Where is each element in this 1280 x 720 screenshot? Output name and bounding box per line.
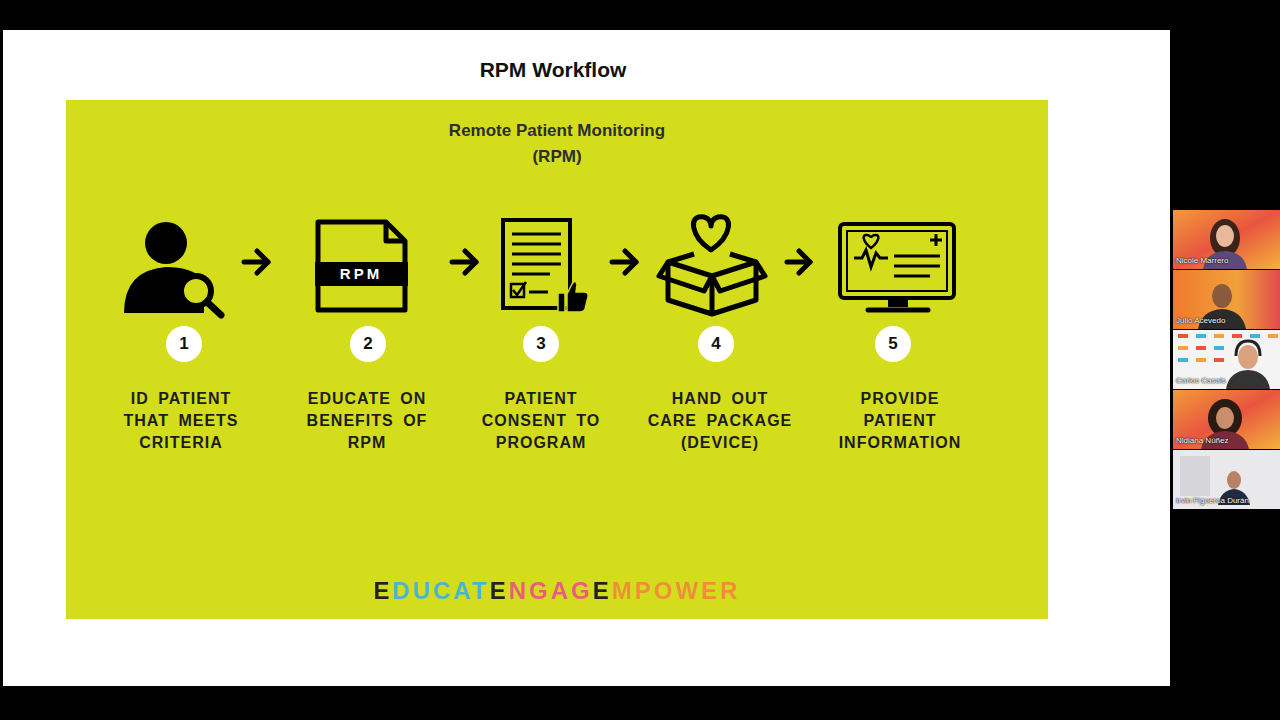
- video-tile: [1173, 330, 1280, 389]
- step-label: HAND OUT CARE PACKAGE (DEVICE): [645, 388, 795, 454]
- document-icon: [315, 222, 408, 310]
- screen-line: [894, 255, 940, 258]
- step-number: 5: [875, 326, 911, 362]
- person-head: [145, 222, 187, 264]
- monitor-screen: [847, 231, 947, 291]
- workflow-step: 1ID PATIENT THAT MEETS CRITERIA: [100, 212, 242, 462]
- arrow-shaft: [787, 260, 810, 265]
- arrow-head: [465, 251, 476, 273]
- magnifier-lens: [181, 276, 211, 306]
- step-number: 1: [166, 326, 202, 362]
- plus-sign: [930, 234, 942, 246]
- person-search-icon: [124, 222, 221, 315]
- slide-title: RPM Workflow: [353, 56, 753, 84]
- video-tile: [1173, 270, 1280, 329]
- step-number: 4: [698, 326, 734, 362]
- participant-hair: [1210, 219, 1240, 257]
- small-heart: [864, 235, 879, 248]
- heart-outline: [693, 217, 728, 250]
- room-background: [1180, 456, 1210, 496]
- step-number: 3: [523, 326, 559, 362]
- workflow-step: 5PROVIDE PATIENT INFORMATION: [812, 212, 990, 462]
- workflow-step: 3PATIENT CONSENT TO PROGRAM: [478, 212, 610, 462]
- box-flap: [659, 262, 712, 291]
- step-label: PROVIDE PATIENT INFORMATION: [830, 388, 970, 454]
- flow-arrow: [787, 251, 810, 273]
- panel-heading: Remote Patient Monitoring (RPM): [432, 118, 682, 170]
- document-fold: [386, 222, 405, 241]
- document-band: [315, 262, 408, 286]
- video-tiles: [1173, 210, 1280, 509]
- wallpaper-pattern: [1178, 334, 1278, 362]
- form-checkbox: [511, 284, 524, 297]
- panel-motto: EDUCATENGAGEMPOWER: [374, 574, 741, 608]
- form-line: [512, 263, 561, 266]
- arrow-shaft: [244, 260, 268, 265]
- flow-arrow: [244, 251, 268, 273]
- monitor-icon: [840, 224, 954, 310]
- form-line: [512, 243, 561, 246]
- step-number: 2: [350, 326, 386, 362]
- arrow-head: [799, 251, 810, 273]
- participant-hair: [1208, 399, 1242, 437]
- participant-face: [1227, 471, 1241, 489]
- participant-name: Nidiana Núñez: [1176, 436, 1228, 446]
- step-label: EDUCATE ON BENEFITS OF RPM: [300, 388, 435, 454]
- arrow-head: [625, 251, 636, 273]
- participant-face: [1216, 407, 1234, 429]
- participant-body: [1201, 431, 1249, 449]
- form-line: [512, 253, 561, 256]
- document-outline: [318, 222, 405, 310]
- participant-body: [1226, 370, 1270, 389]
- heartbeat-line: [854, 250, 888, 267]
- form-check: [513, 282, 526, 295]
- video-tile: [1173, 450, 1280, 509]
- magnifier-handle: [207, 302, 221, 315]
- video-tile: [1173, 390, 1280, 449]
- participant-face: [1238, 345, 1258, 369]
- consent-form-icon: [503, 220, 588, 312]
- workflow-step: 2EDUCATE ON BENEFITS OF RPM: [270, 212, 450, 462]
- flow-arrow: [452, 251, 476, 273]
- workflow-panel: Remote Patient Monitoring (RPM) EDUCATENG…: [66, 100, 1048, 619]
- form-line: [512, 273, 550, 276]
- box-edge: [710, 276, 715, 314]
- screen-line: [894, 265, 940, 268]
- person-body: [124, 267, 204, 313]
- care-package-icon: [659, 217, 765, 314]
- step-label: PATIENT CONSENT TO PROGRAM: [474, 388, 609, 454]
- participant-name: Irvin Figueroa Durán: [1176, 496, 1249, 506]
- step-label: ID PATIENT THAT MEETS CRITERIA: [114, 388, 249, 454]
- box-top: [668, 254, 756, 262]
- participant-name: Carlos Casals: [1176, 376, 1226, 386]
- monitor-base: [868, 308, 928, 313]
- arrow-head: [257, 251, 268, 273]
- monitor-frame: [840, 224, 954, 298]
- box-flap: [712, 262, 765, 291]
- participant-body: [1203, 251, 1247, 269]
- box-front: [668, 262, 756, 314]
- thumbs-up: [558, 282, 588, 313]
- headphones: [1236, 341, 1260, 356]
- workflow-step: 4HAND OUT CARE PACKAGE (DEVICE): [638, 212, 785, 462]
- arrow-shaft: [452, 260, 476, 265]
- flow-arrow: [612, 251, 636, 273]
- form-line: [529, 291, 548, 294]
- participant-name: Nicole Marrero: [1176, 256, 1228, 266]
- screen-line: [894, 275, 930, 278]
- participant-body: [1198, 309, 1246, 329]
- participant-body: [1218, 489, 1250, 505]
- form-outline: [503, 220, 570, 308]
- form-line: [512, 233, 561, 236]
- participant-name: Julio Acevedo: [1176, 316, 1225, 326]
- monitor-neck: [888, 298, 908, 307]
- participant-face: [1216, 225, 1234, 247]
- video-tile: [1173, 210, 1280, 269]
- arrow-shaft: [612, 260, 636, 265]
- participant-face: [1212, 284, 1232, 308]
